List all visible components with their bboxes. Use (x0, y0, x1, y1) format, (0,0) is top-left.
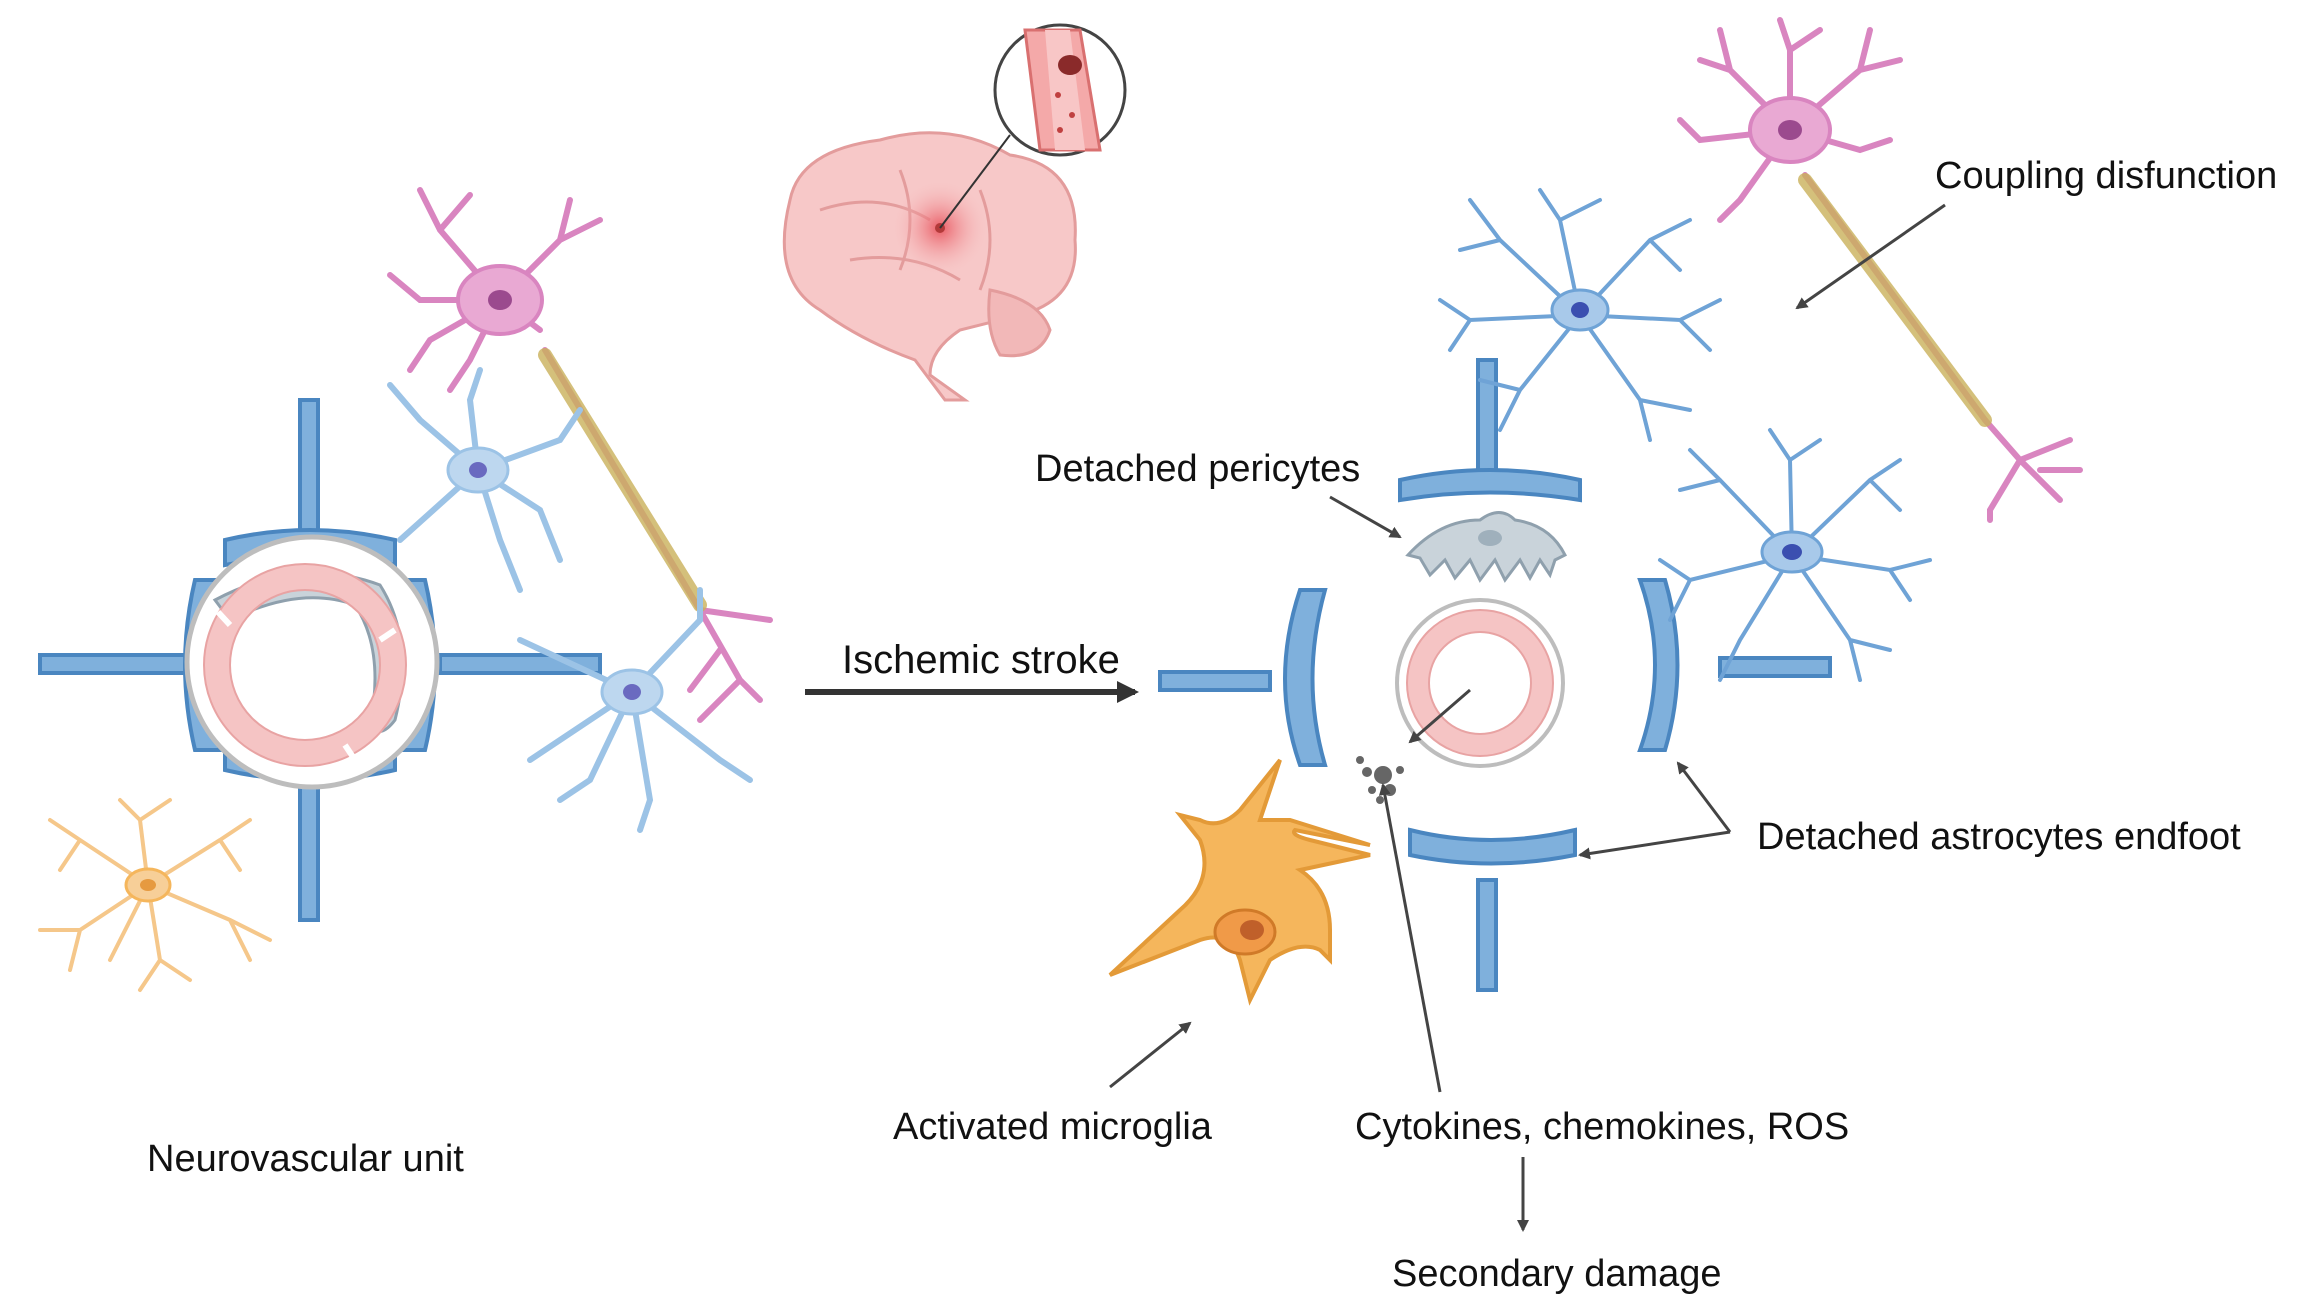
right-astrocyte-lower-nucleus (1782, 544, 1802, 560)
label-neurovascular-unit: Neurovascular unit (147, 1138, 464, 1180)
right-vessel-channels (1158, 358, 1832, 992)
label-detached-pericytes: Detached pericytes (1035, 448, 1361, 490)
arrow-microglia (1109, 1021, 1192, 1089)
left-axon-myelin (538, 348, 707, 612)
brain-illustration (782, 131, 1077, 402)
activated-microglia-nucleus (1240, 920, 1264, 940)
right-astrocyte-lower (1658, 428, 1932, 682)
left-microglia-nucleus (140, 879, 156, 891)
left-astrocyte-lower-nucleus (623, 684, 641, 700)
label-activated-microglia: Activated microglia (893, 1106, 1212, 1148)
left-endothelium (203, 563, 407, 767)
label-ischemic-stroke: Ischemic stroke (842, 638, 1120, 682)
right-endothelium (1407, 610, 1553, 756)
label-cytokines: Cytokines, chemokines, ROS (1355, 1106, 1850, 1148)
arrow-particles-into-vessel (1408, 688, 1471, 744)
left-astrocyte-upper-nucleus (469, 462, 487, 478)
right-astrocyte-upper-nucleus (1571, 302, 1589, 318)
arrow-cytokines-to-particles (1378, 783, 1442, 1093)
damaged-nvu-illustration (1108, 17, 2083, 1006)
right-astrocyte-upper (1438, 188, 1722, 442)
arrow-coupling-disfunction (1795, 203, 1946, 310)
arrow-endfoot-lower (1578, 830, 1731, 860)
right-endfeet (1283, 468, 1680, 866)
arrow-endfoot-upper (1676, 761, 1732, 833)
callout-arrows (1109, 203, 1946, 1232)
left-neuron (387, 187, 773, 723)
arrow-detached-pericytes (1329, 495, 1402, 539)
left-neuron-nucleus (488, 290, 512, 310)
neurovascular-unit-illustration (38, 187, 773, 992)
activated-microglia (1108, 758, 1371, 1006)
label-coupling-disfunction: Coupling disfunction (1935, 155, 2278, 197)
right-axon-myelin (1798, 173, 1992, 427)
right-neuron-nucleus (1778, 120, 1802, 140)
right-detached-pericyte (1405, 511, 1568, 583)
label-detached-astrocytes-endfoot: Detached astrocytes endfoot (1757, 816, 2241, 858)
label-secondary-damage: Secondary damage (1392, 1253, 1722, 1295)
zoom-vessel-inset (993, 23, 1127, 157)
cytokine-particles (1356, 756, 1404, 804)
